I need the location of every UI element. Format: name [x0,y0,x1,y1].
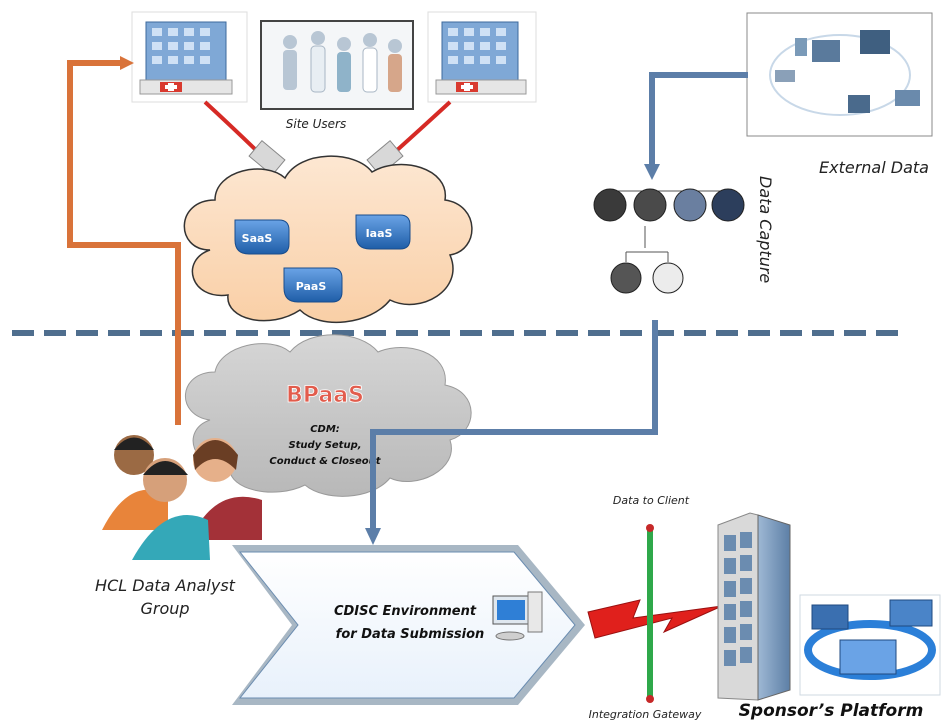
bpaas-cloud: BPaaS CDM: Study Setup, Conduct & Closeo… [184,334,472,497]
analyst-group-line1: HCL Data Analyst [95,576,236,595]
saas-label: SaaS [242,232,273,245]
analyst-group-icon [102,435,262,560]
data-capture-label: Data Capture [756,176,775,283]
network-cable-left [203,100,286,177]
sponsor-devices-image [799,594,941,696]
site-users-photo [260,20,414,110]
cdm-line2: Study Setup, [288,440,361,451]
blue-arrow-external [644,72,748,180]
cloud-services: SaaS IaaS PaaS [183,155,473,323]
iaas-label: IaaS [366,227,393,240]
cdm-line1: CDM: [310,424,340,435]
external-devices-image [746,12,933,137]
integration-gateway [646,524,654,703]
hospital-right-icon [427,11,537,103]
cdisc-chevron: CDISC Environment for Data Submission [232,545,585,705]
lightning-bolt [587,599,723,639]
sponsor-building-icon [717,512,791,701]
data-to-client-label: Data to Client [613,494,690,507]
cdisc-line2: for Data Submission [336,627,485,642]
data-capture-tree [593,188,745,294]
paas-label: PaaS [296,280,327,293]
iaas-bubble: IaaS [355,214,411,250]
desktop-computer-icon [492,591,543,641]
integration-gateway-label: Integration Gateway [589,708,702,721]
external-data-label: External Data [819,158,929,177]
orange-arrow [67,56,181,425]
bpaas-label: BPaaS [286,383,364,408]
analyst-group-line2: Group [140,599,189,618]
cdisc-line1: CDISC Environment [334,604,477,619]
cdm-line3: Conduct & Closeout [269,456,381,467]
paas-bubble: PaaS [283,267,343,303]
sponsor-platform-label: Sponsor’s Platform [739,701,924,721]
saas-bubble: SaaS [234,219,290,255]
hospital-left-icon [131,11,248,103]
site-users-label: Site Users [286,117,346,131]
blue-arrow-capture [365,320,658,545]
